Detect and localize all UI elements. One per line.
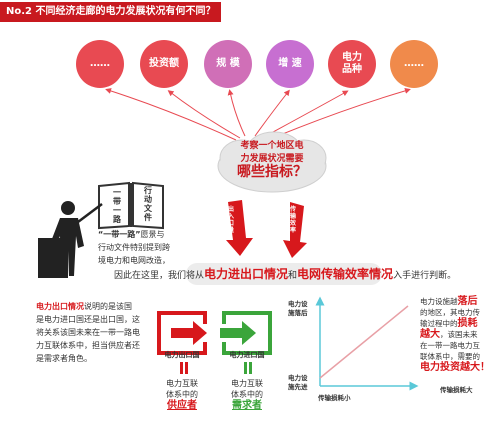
- question-cloud: [217, 131, 327, 193]
- graph-x-left: 传输损耗小: [318, 394, 351, 402]
- export-box-label: 电力出口国: [164, 351, 200, 359]
- cloud-question: 考察一个地区电 力发展状况需要 哪些指标？: [237, 141, 307, 180]
- book-icon: [98, 181, 164, 230]
- import-role: 电力互联 体系中的 需求者: [231, 379, 263, 411]
- import-box-icon: [220, 311, 272, 355]
- band-text: 因此在这里，我们将从电力进出口情况和电网传输效率情况入手进行判断。: [114, 267, 457, 281]
- import-equals-icon: [242, 362, 254, 374]
- page-title: No.2 不同经济走廊的电力发展状况有何不同？: [0, 2, 222, 22]
- loss-graph: [315, 296, 419, 391]
- export-role: 电力互联 体系中的 供应者: [166, 379, 198, 411]
- indicator-circle-scale: 规 模: [204, 40, 252, 88]
- graph-x-right: 传输损耗大: [440, 386, 473, 394]
- arrow-label-right: 传输效率: [290, 206, 297, 234]
- export-box-icon: [157, 311, 211, 355]
- indicator-circle-more-right: ……: [390, 40, 438, 88]
- graph-y-top: 电力设 施落后: [288, 300, 308, 317]
- indicator-circle-power-type: 电力 品种: [328, 40, 376, 88]
- highlight-band: [186, 263, 382, 285]
- intro-text: “一带一路”愿景与 行动文件特别提到跨 境电力和电网改造，: [98, 230, 170, 265]
- arrow-label-left: 出入口量: [228, 206, 235, 234]
- book-left-text: 一带一路: [113, 188, 121, 224]
- import-box-label: 电力进口国: [229, 351, 265, 359]
- loss-description: 电力设施越落后 的地区，其电力传 输过程中的损耗 越大，该国未来 在一带一路电力…: [420, 296, 490, 373]
- book-right-text: 行动文件: [144, 186, 152, 222]
- presenter-icon: [38, 201, 103, 278]
- indicator-circle-more-left: ……: [76, 40, 124, 88]
- export-equals-icon: [178, 362, 190, 374]
- indicator-circle-investment: 投资额: [140, 40, 188, 88]
- red-arrows: [226, 200, 307, 258]
- export-description: 电力出口情况说明的是该国 是电力进口国还是出口国，这 将关系该国未来在一带一路电…: [36, 302, 140, 363]
- graph-y-bottom: 电力设 施先进: [288, 374, 308, 391]
- indicator-circle-growth: 增 速: [266, 40, 314, 88]
